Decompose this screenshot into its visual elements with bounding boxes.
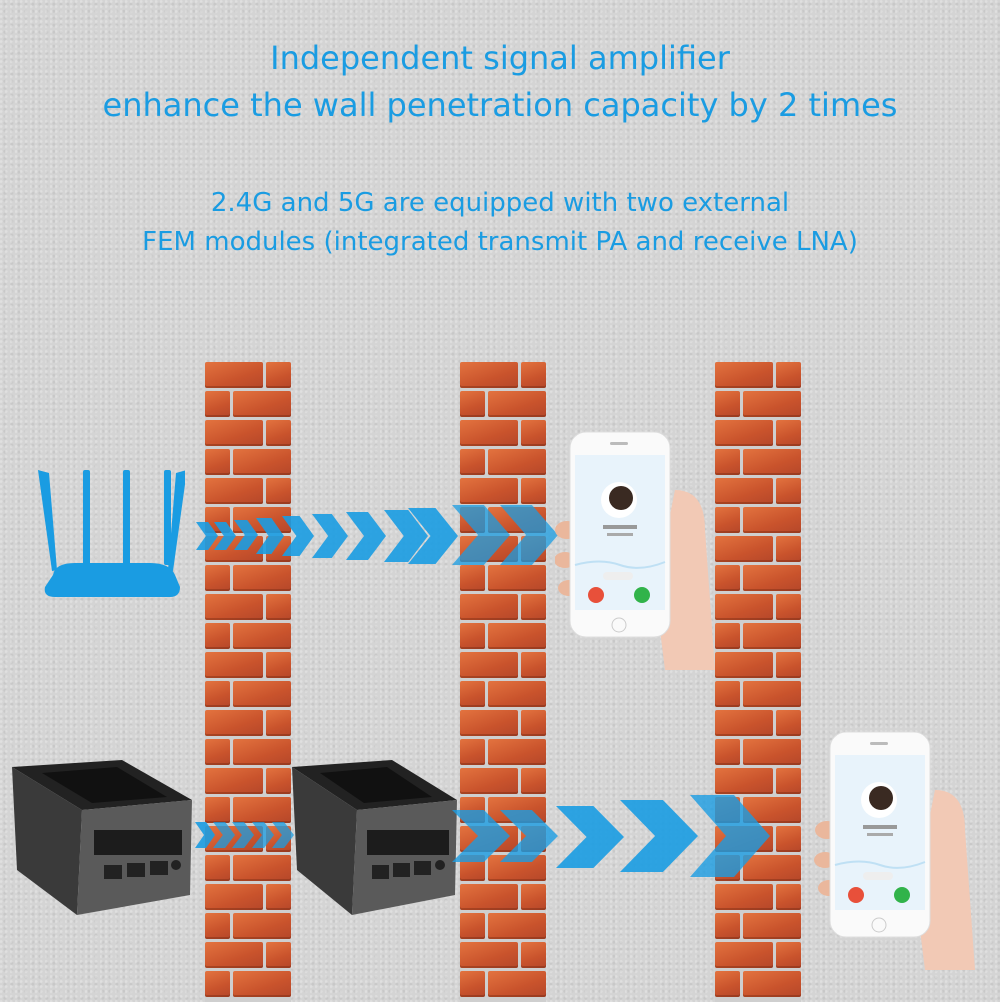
brick-wall-2 xyxy=(460,362,546,1002)
mesh-node-repeater xyxy=(292,760,457,915)
mesh-node-left xyxy=(12,760,192,915)
subheadline: 2.4G and 5G are equipped with two extern… xyxy=(0,184,1000,262)
phone-in-hand-bottom xyxy=(814,731,975,970)
subheadline-line-1: 2.4G and 5G are equipped with two extern… xyxy=(210,188,790,218)
router-icon xyxy=(38,470,185,597)
subheadline-line-2: FEM modules (integrated transmit PA and … xyxy=(142,227,858,257)
headline-line-2: enhance the wall penetration capacity by… xyxy=(102,86,898,124)
brick-wall-1 xyxy=(205,362,291,1002)
headline-line-1: Independent signal amplifier xyxy=(270,39,730,77)
brick-wall-3 xyxy=(715,362,801,1002)
phone-in-hand-top xyxy=(555,431,715,670)
headline: Independent signal amplifier enhance the… xyxy=(0,35,1000,129)
